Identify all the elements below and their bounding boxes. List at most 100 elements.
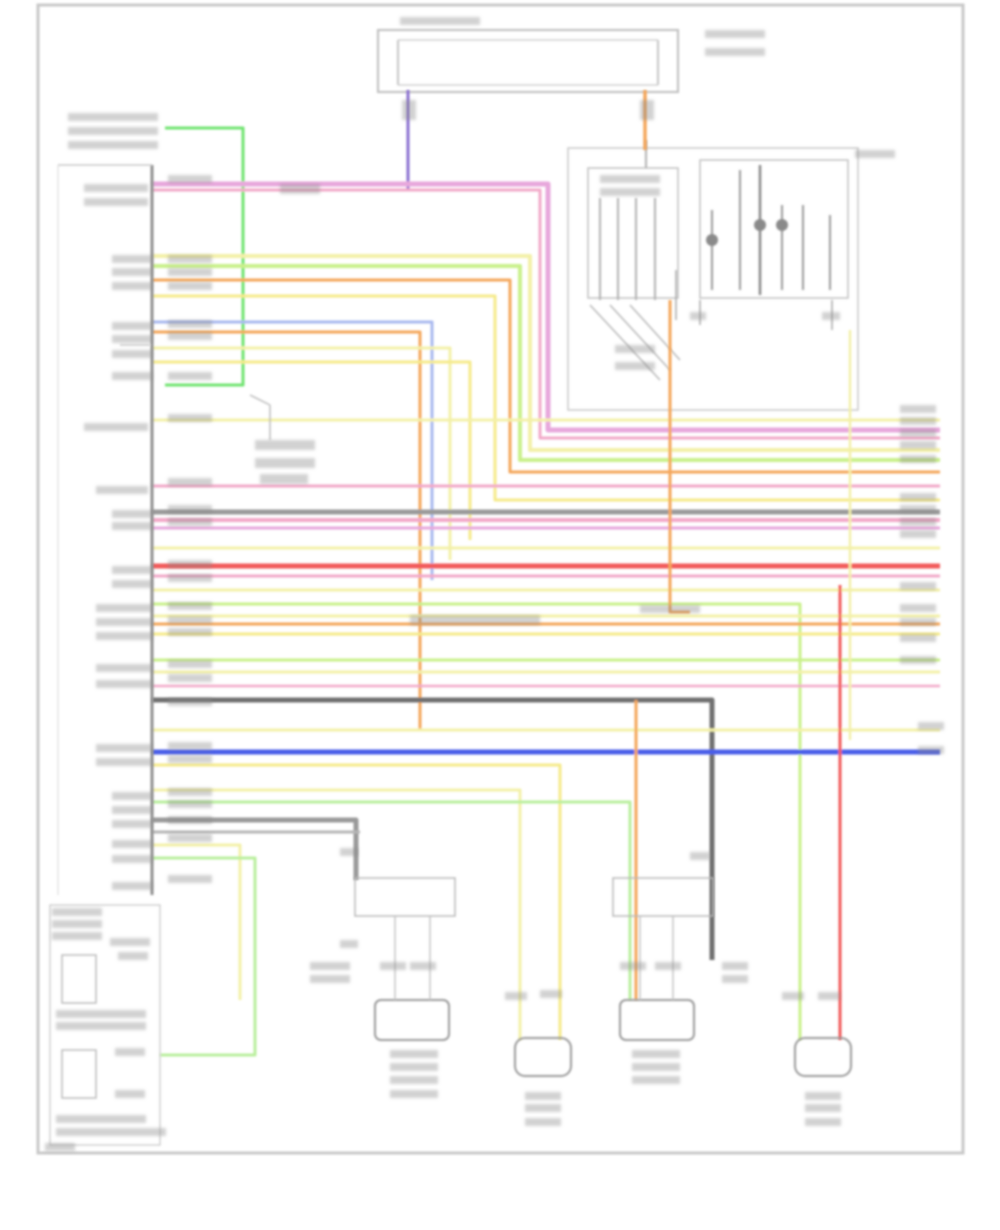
label-smudge <box>96 618 152 626</box>
wires <box>152 90 940 1057</box>
label-smudge <box>84 184 148 192</box>
label-smudge <box>525 1118 561 1126</box>
label-smudge <box>900 405 936 413</box>
label-smudge <box>900 417 936 425</box>
label-smudge <box>690 852 710 860</box>
label-smudge <box>84 198 148 206</box>
label-smudge <box>818 992 840 1000</box>
label-smudge <box>505 992 527 1000</box>
label-smudge <box>168 875 212 883</box>
label-smudge <box>112 372 152 380</box>
label-smudge <box>615 345 655 353</box>
wire-light-yellow-run <box>152 346 452 560</box>
wire-light-blue-run <box>152 320 434 580</box>
wire-orange-run <box>152 330 422 730</box>
label-smudge <box>722 975 748 983</box>
label-smudge <box>112 566 152 574</box>
label-smudge <box>900 518 936 526</box>
label-smudge <box>900 429 936 437</box>
label-smudge <box>96 632 152 640</box>
label-smudge <box>168 478 212 486</box>
label-smudge <box>900 455 936 463</box>
illegible-labels <box>45 17 944 1151</box>
label-smudge <box>900 530 936 538</box>
label-smudge <box>782 992 804 1000</box>
label-smudge <box>112 855 152 863</box>
label-smudge <box>168 628 212 636</box>
label-smudge <box>640 605 700 613</box>
label-smudge <box>96 604 152 612</box>
wire-lower-left-1 <box>152 843 242 1000</box>
label-smudge <box>805 1092 841 1100</box>
label-smudge <box>310 975 350 983</box>
label-smudge <box>168 574 212 582</box>
label-smudge <box>96 680 152 688</box>
label-smudge <box>900 618 936 626</box>
label-smudge <box>632 1076 680 1084</box>
label-smudge <box>52 908 102 916</box>
label-smudge <box>918 746 944 754</box>
label-smudge <box>96 744 152 752</box>
label-smudge <box>600 188 660 196</box>
label-smudge <box>168 816 212 824</box>
label-smudge <box>68 141 158 149</box>
label-smudge <box>255 440 315 450</box>
label-smudge <box>600 175 660 183</box>
label-smudge <box>340 848 358 856</box>
diagram-frame <box>36 3 965 1155</box>
label-smudge <box>900 441 936 449</box>
label-smudge <box>168 834 212 842</box>
label-smudge <box>632 1063 680 1071</box>
label-smudge <box>168 674 212 682</box>
label-smudge <box>168 505 212 513</box>
label-smudge <box>68 127 158 135</box>
label-smudge <box>52 920 102 928</box>
label-smudge <box>900 604 936 612</box>
label-smudge <box>705 30 765 38</box>
label-smudge <box>168 282 212 290</box>
label-smudge <box>96 664 152 672</box>
label-smudge <box>705 48 765 56</box>
label-smudge <box>112 335 152 343</box>
wire-lower-left-2 <box>152 856 257 1057</box>
label-smudge <box>168 800 212 808</box>
wire-yellow-drop <box>152 763 562 1040</box>
label-smudge <box>96 486 148 494</box>
wire-feed-3 <box>152 278 940 474</box>
wire-feed-1 <box>152 254 940 452</box>
label-smudge <box>56 1022 146 1030</box>
label-smudge <box>168 414 212 422</box>
label-smudge <box>112 580 152 588</box>
label-smudge <box>390 1050 438 1058</box>
label-smudge <box>112 255 152 263</box>
label-smudge <box>402 100 416 120</box>
label-smudge <box>56 1115 146 1123</box>
label-smudge <box>340 940 358 948</box>
label-smudge <box>112 522 152 530</box>
label-smudge <box>112 282 152 290</box>
label-smudge <box>380 962 406 970</box>
label-smudge <box>168 175 212 183</box>
label-smudge <box>280 184 320 194</box>
label-smudge <box>390 1063 438 1071</box>
label-smudge <box>390 1076 438 1084</box>
label-smudge <box>900 582 936 590</box>
label-smudge <box>260 474 308 484</box>
label-smudge <box>112 840 152 848</box>
label-smudge <box>112 510 152 518</box>
label-smudge <box>410 615 540 625</box>
label-smudge <box>310 962 350 970</box>
label-smudge <box>68 113 158 121</box>
label-smudge <box>855 150 895 158</box>
label-smudge <box>900 656 936 664</box>
label-smudge <box>255 458 315 468</box>
wire-gray-drop <box>152 817 359 880</box>
wire-magenta-bundle <box>152 181 940 433</box>
label-smudge <box>112 806 152 814</box>
wire-feed-4 <box>152 294 940 502</box>
label-smudge <box>115 1048 145 1056</box>
label-smudge <box>168 332 212 340</box>
label-smudge <box>118 952 148 960</box>
label-smudge <box>525 1092 561 1100</box>
wire-pink-bundle <box>152 188 940 440</box>
